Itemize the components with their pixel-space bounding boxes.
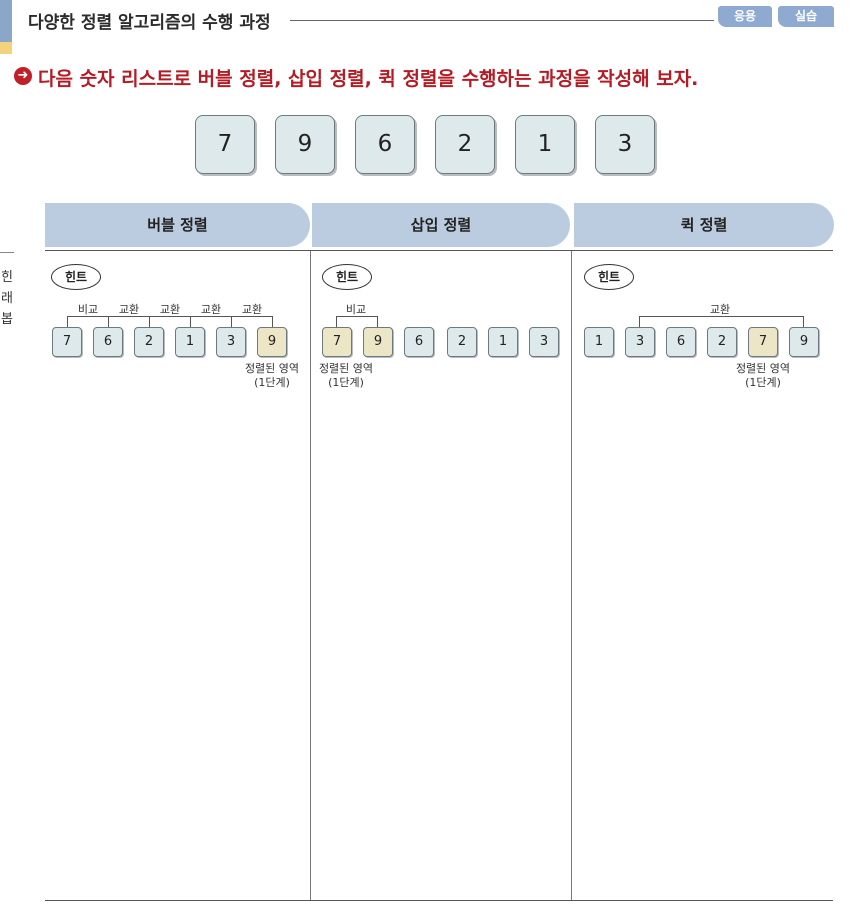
number-card: 7 bbox=[195, 115, 255, 174]
value-box: 6 bbox=[93, 327, 123, 357]
value-box: 2 bbox=[707, 327, 737, 357]
tag-practice: 실습 bbox=[778, 6, 834, 27]
bracket-line bbox=[67, 316, 108, 317]
value-box: 3 bbox=[625, 327, 655, 357]
column-header-insertion: 삽입 정렬 bbox=[312, 203, 570, 247]
number-card: 9 bbox=[275, 115, 335, 174]
swap-label: 교환 bbox=[241, 303, 263, 316]
value-box: 1 bbox=[584, 327, 614, 357]
bracket-tick bbox=[377, 316, 378, 327]
column-divider bbox=[571, 251, 572, 900]
swap-label: 교환 bbox=[118, 303, 140, 316]
hint-badge: 힌트 bbox=[51, 264, 101, 290]
number-card: 3 bbox=[595, 115, 655, 174]
swap-label: 교환 bbox=[709, 303, 731, 316]
tag-application: 응용 bbox=[718, 6, 772, 27]
bracket-line bbox=[336, 316, 377, 317]
value-box: 2 bbox=[447, 327, 477, 357]
value-box: 9 bbox=[789, 327, 819, 357]
bracket-tick bbox=[336, 316, 337, 327]
bracket-tick bbox=[639, 316, 640, 327]
number-card: 6 bbox=[355, 115, 415, 174]
left-divider bbox=[0, 252, 14, 253]
side-text-3: 봅 bbox=[1, 312, 13, 327]
side-text-2: 래 bbox=[1, 291, 13, 306]
compare-label: 비교 bbox=[77, 303, 99, 316]
bracket-line bbox=[231, 316, 272, 317]
column-header-bubble: 버블 정렬 bbox=[45, 203, 310, 247]
left-accent-square bbox=[0, 42, 12, 54]
arrow-right-circle-icon: ➜ bbox=[14, 67, 32, 85]
bracket-line bbox=[639, 316, 803, 317]
compare-label: 비교 bbox=[345, 303, 367, 316]
value-box: 2 bbox=[134, 327, 164, 357]
bracket-line bbox=[149, 316, 190, 317]
instruction-text: 다음 숫자 리스트로 버블 정렬, 삽입 정렬, 퀵 정렬을 수행하는 과정을 … bbox=[38, 68, 699, 90]
title-rule bbox=[290, 20, 714, 21]
number-card: 1 bbox=[515, 115, 575, 174]
sorted-value-box: 9 bbox=[257, 327, 287, 357]
bracket-line bbox=[108, 316, 149, 317]
value-box: 1 bbox=[488, 327, 518, 357]
hint-badge: 힌트 bbox=[322, 264, 372, 290]
section-title: 다양한 정렬 알고리즘의 수행 과정 bbox=[28, 13, 271, 33]
sorted-value-box: 9 bbox=[363, 327, 393, 357]
value-box: 6 bbox=[666, 327, 696, 357]
value-box: 3 bbox=[216, 327, 246, 357]
bracket-tick bbox=[149, 316, 150, 327]
bracket-tick bbox=[190, 316, 191, 327]
bracket-line bbox=[190, 316, 231, 317]
bracket-tick bbox=[108, 316, 109, 327]
sorted-value-box: 7 bbox=[748, 327, 778, 357]
header-rule bbox=[45, 250, 833, 251]
value-box: 3 bbox=[529, 327, 559, 357]
bracket-tick bbox=[272, 316, 273, 327]
value-box: 7 bbox=[52, 327, 82, 357]
hint-badge: 힌트 bbox=[584, 264, 634, 290]
bottom-rule bbox=[45, 900, 833, 901]
sorted-area-note: 정렬된 영역(1단계) bbox=[735, 362, 791, 389]
swap-label: 교환 bbox=[200, 303, 222, 316]
number-card: 2 bbox=[435, 115, 495, 174]
sorted-area-note: 정렬된 영역(1단계) bbox=[318, 362, 374, 389]
left-accent-bar bbox=[0, 0, 12, 42]
column-header-quick: 퀵 정렬 bbox=[574, 203, 834, 247]
swap-label: 교환 bbox=[159, 303, 181, 316]
sorted-value-box: 7 bbox=[322, 327, 352, 357]
value-box: 1 bbox=[175, 327, 205, 357]
sorted-area-note: 정렬된 영역(1단계) bbox=[244, 362, 300, 389]
side-text-1: 힌 bbox=[1, 270, 13, 285]
column-divider bbox=[310, 251, 311, 900]
bracket-tick bbox=[803, 316, 804, 327]
bracket-tick bbox=[231, 316, 232, 327]
bracket-tick bbox=[67, 316, 68, 327]
value-box: 6 bbox=[404, 327, 434, 357]
